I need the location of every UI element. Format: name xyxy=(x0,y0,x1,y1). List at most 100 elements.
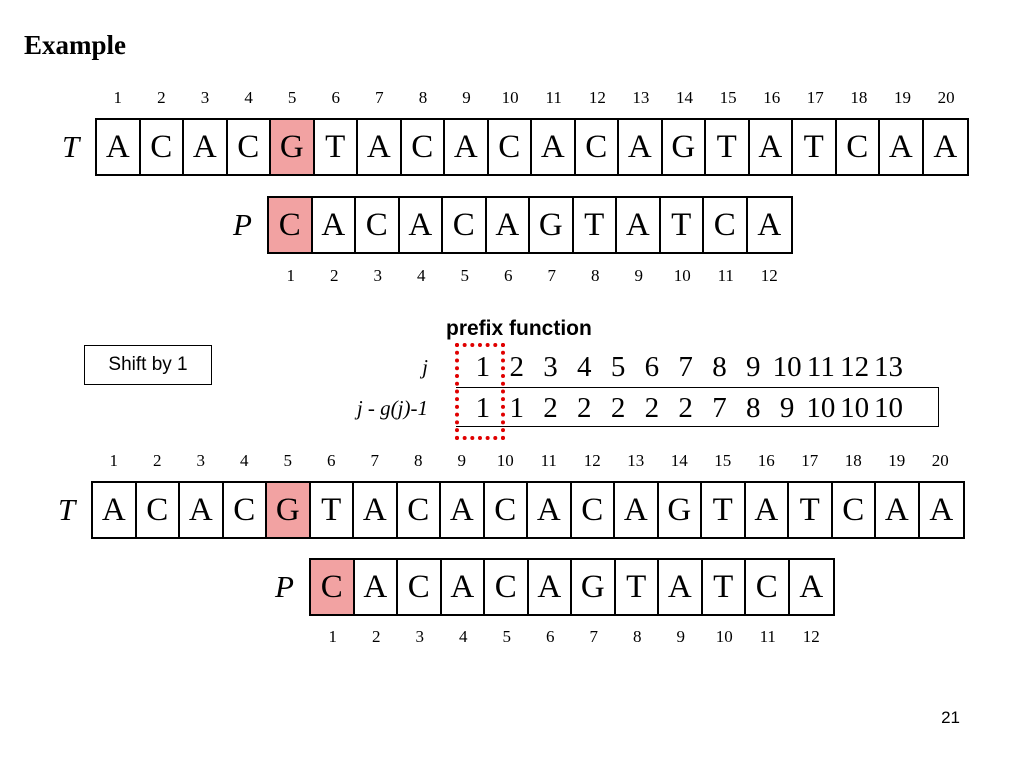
pattern-char-cell: A xyxy=(529,560,572,614)
prefix-g-value: 10 xyxy=(873,392,903,424)
pattern-position-number: 12 xyxy=(760,266,778,285)
text-position-number: 12 xyxy=(588,88,606,107)
pattern-char-cell: C xyxy=(311,560,355,614)
text-position-number: 20 xyxy=(937,88,955,107)
text-char-cell: A xyxy=(180,483,224,537)
pattern-position-number: 6 xyxy=(504,266,513,285)
text-position-number: 10 xyxy=(501,88,519,107)
text-char-cell: C xyxy=(485,483,528,537)
text-char-cell: G xyxy=(663,120,706,174)
text-position-number: 19 xyxy=(888,451,906,470)
pattern-position-number: 5 xyxy=(502,627,512,646)
text-position-number: 4 xyxy=(240,451,249,470)
text-char-cell: C xyxy=(228,120,271,174)
text-char-cell: T xyxy=(789,483,833,537)
text-position-number: 17 xyxy=(806,88,824,107)
text-char-cell: T xyxy=(311,483,354,537)
pattern-position-number: 10 xyxy=(673,266,691,285)
pattern-char-cell: A xyxy=(617,198,661,252)
pattern-position-number: 4 xyxy=(417,266,426,285)
text-char-cell: C xyxy=(572,483,615,537)
text-position-number: 2 xyxy=(153,451,162,470)
prefix-j-value: 8 xyxy=(712,351,727,383)
pattern-position-number: 7 xyxy=(547,266,557,285)
pattern-char-cell: C xyxy=(485,560,529,614)
pattern-char-cell: T xyxy=(703,560,746,614)
text-char-cell: C xyxy=(402,120,445,174)
text-char-cell: T xyxy=(702,483,746,537)
text-position-number: 10 xyxy=(496,451,514,470)
text-position-number: 18 xyxy=(844,451,862,470)
prefix-j-label: j xyxy=(422,355,428,379)
current-j-marker xyxy=(455,343,505,440)
text-char-cell: C xyxy=(137,483,180,537)
pattern-position-number: 7 xyxy=(589,627,599,646)
text-char-cell: C xyxy=(833,483,876,537)
text-char-cell: A xyxy=(358,120,402,174)
pattern-position-number: 9 xyxy=(634,266,644,285)
shift-note-box: Shift by 1 xyxy=(84,345,212,385)
text-position-number: 14 xyxy=(676,88,694,107)
top-pattern-label: P xyxy=(233,207,252,242)
text-char-cell: A xyxy=(933,128,958,165)
text-char-cell: G xyxy=(267,483,311,537)
text-char-cell: C xyxy=(224,483,267,537)
pattern-position-number: 8 xyxy=(591,266,600,285)
text-position-number: 3 xyxy=(200,88,210,107)
text-position-number: 11 xyxy=(545,88,562,107)
text-char-cell: C xyxy=(837,120,880,174)
prefix-g-value: 1 xyxy=(509,392,524,424)
text-position-number: 11 xyxy=(540,451,557,470)
prefix-g-label: j - g(j)-1 xyxy=(356,396,428,420)
pattern-char-cell: T xyxy=(661,198,704,252)
text-char-cell: A xyxy=(354,483,398,537)
pattern-char-cell: C xyxy=(443,198,487,252)
text-position-number: 15 xyxy=(719,88,737,107)
text-char-cell: A xyxy=(615,483,659,537)
text-position-number: 18 xyxy=(850,88,868,107)
prefix-j-value: 1 xyxy=(475,351,491,383)
pattern-position-number: 12 xyxy=(802,627,820,646)
text-char-cell: C xyxy=(141,120,184,174)
pattern-position-number: 6 xyxy=(546,627,555,646)
text-position-number: 8 xyxy=(418,88,428,107)
text-char-cell: A xyxy=(532,120,576,174)
pattern-char-cell: C xyxy=(704,198,748,252)
pattern-position-number: 11 xyxy=(717,266,734,285)
pattern-char-cell: T xyxy=(616,560,659,614)
prefix-j-value: 11 xyxy=(806,351,835,383)
pattern-position-number: 2 xyxy=(330,266,339,285)
top-text-label: T xyxy=(62,129,80,164)
text-char-cell: A xyxy=(441,483,485,537)
prefix-g-value: 9 xyxy=(779,392,795,424)
text-position-number: 16 xyxy=(763,88,781,107)
text-position-number: 9 xyxy=(462,88,471,107)
prefix-g-value: 8 xyxy=(746,392,761,424)
text-position-number: 6 xyxy=(331,88,341,107)
pattern-position-number: 1 xyxy=(328,627,338,646)
prefix-g-value: 2 xyxy=(577,392,592,424)
text-position-number: 12 xyxy=(583,451,601,470)
text-position-number: 7 xyxy=(375,88,384,107)
prefix-function-heading: prefix function xyxy=(446,317,592,340)
text-position-number: 19 xyxy=(893,88,911,107)
pattern-char-cell: A xyxy=(313,198,356,252)
text-char-cell: T xyxy=(706,120,750,174)
text-char-cell: A xyxy=(880,120,924,174)
pattern-char-cell: A xyxy=(442,560,485,614)
pattern-position-number: 11 xyxy=(759,627,776,646)
text-position-number: 5 xyxy=(287,88,297,107)
pattern-position-number: 1 xyxy=(286,266,296,285)
prefix-j-value: 9 xyxy=(746,351,761,383)
pattern-char-cell: T xyxy=(574,198,617,252)
prefix-j-value: 5 xyxy=(610,351,626,383)
pattern-char-cell: C xyxy=(356,198,400,252)
prefix-values-box xyxy=(456,387,939,427)
